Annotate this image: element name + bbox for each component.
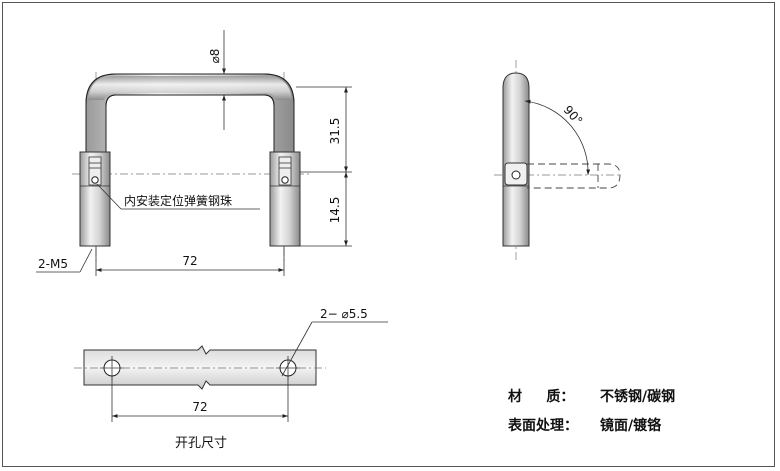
angle-label: 90° xyxy=(561,103,586,128)
material-label: 材 质： xyxy=(508,388,574,405)
side-view: 90° xyxy=(494,60,621,262)
front-width-label: 72 xyxy=(182,254,197,268)
thread-label: 2-M5 xyxy=(38,257,68,271)
height-top-label: 31.5 xyxy=(328,118,342,145)
finish-value: 镜面/镀铬 xyxy=(600,417,662,434)
diameter-dimension: ⌀8 xyxy=(208,30,226,130)
front-view-handle xyxy=(72,72,310,262)
drawing-frame xyxy=(2,2,775,467)
cutout-plate xyxy=(83,345,317,390)
bottom-width-label: 72 xyxy=(192,400,207,414)
spring-ball-callout: 内安装定位弹簧钢珠 xyxy=(96,183,260,210)
finish-label: 表面处理： xyxy=(507,417,578,434)
hole-spec-label: 2− ⌀5.5 xyxy=(320,307,368,321)
height-dimensions: 31.5 14.5 xyxy=(296,86,352,247)
front-width-dimension: 72 xyxy=(95,246,285,276)
cutout-caption: 开孔尺寸 xyxy=(175,436,227,451)
side-rod xyxy=(502,72,530,247)
material-value: 不锈钢/碳钢 xyxy=(600,388,675,405)
bottom-view-cutout: 2− ⌀5.5 72 开孔尺寸 xyxy=(74,307,388,451)
spring-ball-note: 内安装定位弹簧钢珠 xyxy=(124,193,232,208)
height-bottom-label: 14.5 xyxy=(328,197,342,224)
spec-block: 材 质： 不锈钢/碳钢 表面处理： 镜面/镀铬 xyxy=(507,388,675,434)
thread-callout: 2-M5 xyxy=(36,248,93,273)
diameter-label: ⌀8 xyxy=(208,49,222,64)
